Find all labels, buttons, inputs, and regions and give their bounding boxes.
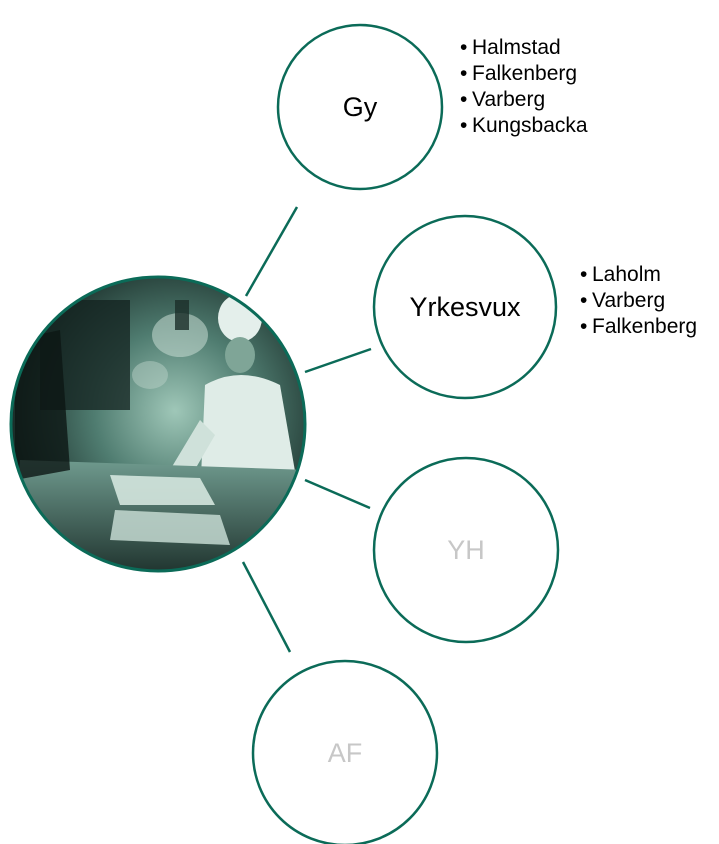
connector-yh <box>304 478 371 510</box>
list-item: Falkenberg <box>460 61 588 87</box>
list-item: Varberg <box>580 288 697 314</box>
node-af: AF <box>251 659 439 844</box>
node-gy: Gy <box>276 23 444 191</box>
list-item: Falkenberg <box>580 314 697 340</box>
node-yh-label: YH <box>447 535 485 565</box>
connector-yrkesvux <box>304 347 372 374</box>
node-af-label: AF <box>328 738 363 768</box>
node-gy-label: Gy <box>343 92 378 122</box>
node-yrkesvux: Yrkesvux <box>372 214 558 400</box>
list-item: Laholm <box>580 262 697 288</box>
list-item: Kungsbacka <box>460 113 588 139</box>
photo-frame <box>9 275 307 573</box>
yrkesvux-locations-list: Laholm Varberg Falkenberg <box>580 262 697 340</box>
connector-af <box>241 561 292 653</box>
list-item: Varberg <box>460 87 588 113</box>
connector-gy <box>244 206 299 297</box>
gy-locations-list: Halmstad Falkenberg Varberg Kungsbacka <box>460 35 588 139</box>
node-yrkesvux-label: Yrkesvux <box>409 292 521 322</box>
node-yh: YH <box>372 456 560 644</box>
list-item: Halmstad <box>460 35 588 61</box>
